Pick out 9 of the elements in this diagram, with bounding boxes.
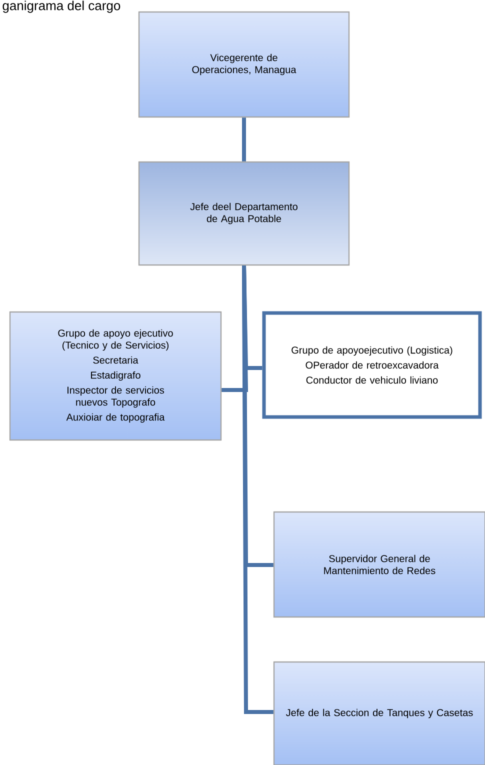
title: ganigrama del cargo xyxy=(2,0,120,13)
org-box: Grupo de apoyo ejecutivo (Tecnico y de Servicios) Secretaria Estadigrafo Inspector de servicios nuevos Topografo Auxioiar de topografia xyxy=(9,311,222,441)
connector-line xyxy=(242,266,274,714)
org-box: Vicegerente de Operaciones, Managua xyxy=(138,11,350,118)
connector-line xyxy=(242,118,246,162)
org-box: Jefe deel Departamento de Agua Potable xyxy=(138,161,350,266)
org-box: Supervidor General de Mantenimiento de Redes xyxy=(273,511,485,618)
org-box: Grupo de apoyoejecutivo (Logistica) OPerador de retroexcavadora Conductor de vehiculo liviano xyxy=(262,311,482,419)
org-box: Jefe de la Seccion de Tanques y Casetas xyxy=(273,661,485,765)
